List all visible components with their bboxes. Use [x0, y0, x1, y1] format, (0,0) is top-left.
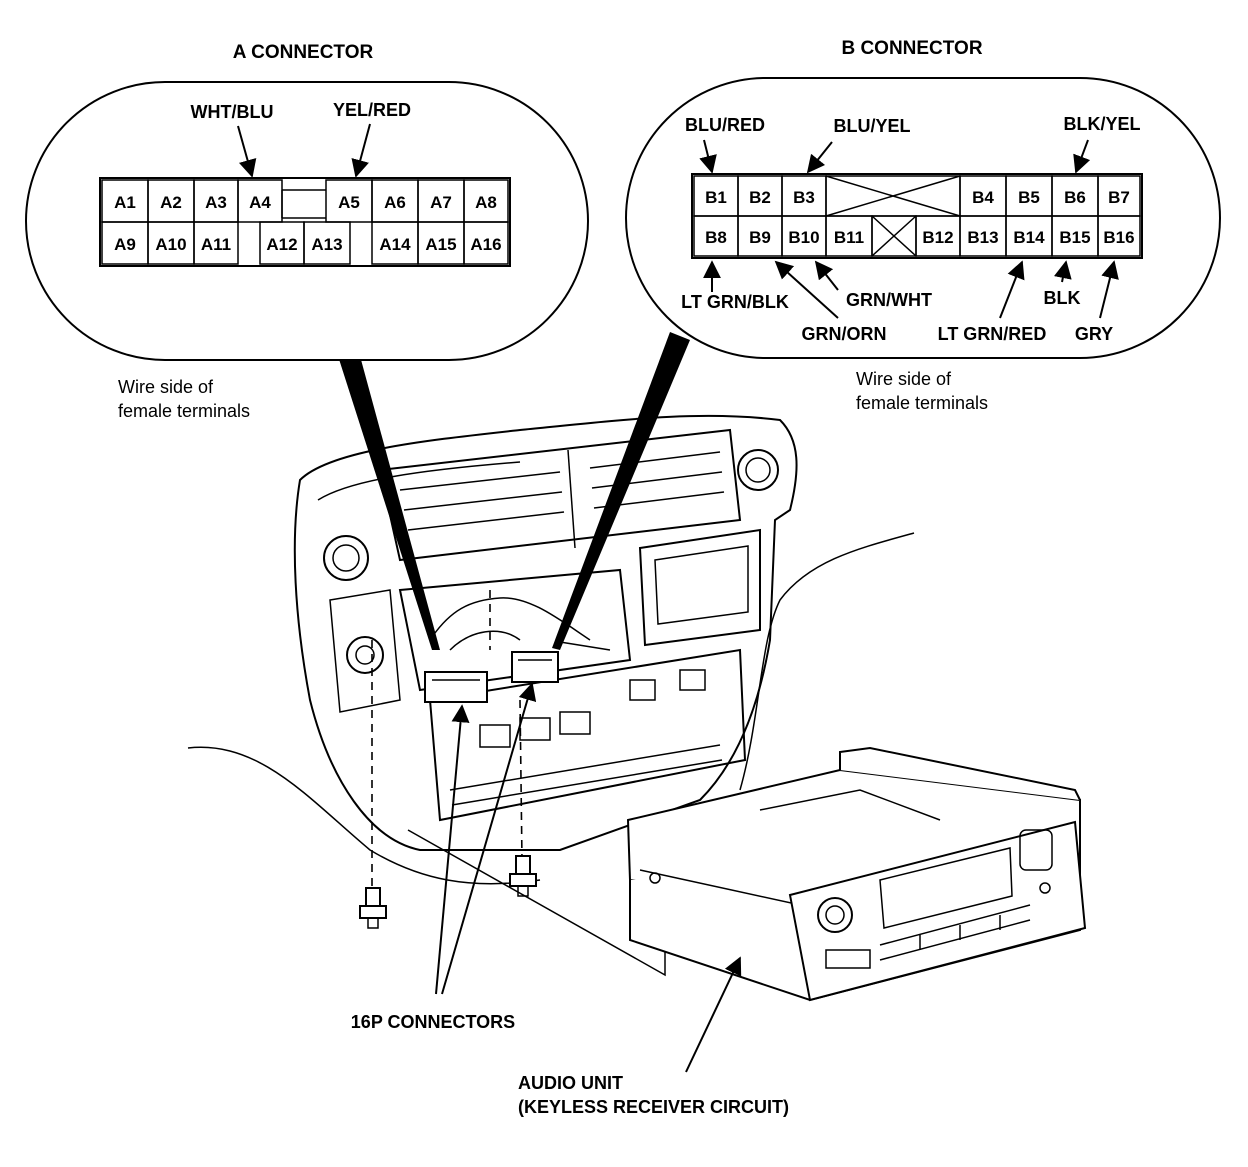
- pin-a1: A1: [114, 193, 136, 212]
- pin-b5: B5: [1018, 188, 1040, 207]
- pin-a10: A10: [155, 235, 186, 254]
- leader-wedge-b: [552, 332, 690, 650]
- pin-a15: A15: [425, 235, 456, 254]
- wire-label-gry: GRY: [1075, 324, 1113, 344]
- pin-a13: A13: [311, 235, 342, 254]
- connector-b-note-line1: Wire side of: [856, 369, 952, 389]
- pin-a4: A4: [249, 193, 271, 212]
- pin-a16: A16: [470, 235, 501, 254]
- pin-b9: B9: [749, 228, 771, 247]
- wire-label-yel-red: YEL/RED: [333, 100, 411, 120]
- wire-label-blu-yel: BLU/YEL: [833, 116, 910, 136]
- connector-a-note-line1: Wire side of: [118, 377, 214, 397]
- connector-b-note-line2: female terminals: [856, 393, 988, 413]
- pin-a3: A3: [205, 193, 227, 212]
- connector-a-note-line2: female terminals: [118, 401, 250, 421]
- wire-label-blk: BLK: [1044, 288, 1081, 308]
- pin-b7: B7: [1108, 188, 1130, 207]
- pin-b10: B10: [788, 228, 819, 247]
- pin-b16: B16: [1103, 228, 1134, 247]
- pin-b1: B1: [705, 188, 727, 207]
- wire-label-grn-orn: GRN/ORN: [802, 324, 887, 344]
- pin-b8: B8: [705, 228, 727, 247]
- pin-b13: B13: [967, 228, 998, 247]
- pin-b4: B4: [972, 188, 994, 207]
- dashboard-illustration: [187, 414, 915, 977]
- callout-audio-unit-circuit: (KEYLESS RECEIVER CIRCUIT): [518, 1097, 789, 1117]
- callout-audio-unit: AUDIO UNIT: [518, 1073, 623, 1093]
- callout-16p-connectors: 16P CONNECTORS: [351, 1012, 515, 1032]
- pin-b12: B12: [922, 228, 953, 247]
- leader-wedge-a: [338, 356, 440, 650]
- wire-label-blu-red: BLU/RED: [685, 115, 765, 135]
- connector-b-bubble: B1 B2 B3 B4 B5 B6 B7 B8 B9 B10 B11 B12 B…: [625, 77, 1221, 359]
- connector-a-title: A CONNECTOR: [233, 42, 374, 63]
- pin-a2: A2: [160, 193, 182, 212]
- bolt-right-icon: [509, 855, 537, 897]
- pin-b15: B15: [1059, 228, 1090, 247]
- pin-a7: A7: [430, 193, 452, 212]
- audio-unit-illustration: [626, 746, 1087, 1002]
- wire-label-lt-grn-blk: LT GRN/BLK: [681, 292, 789, 312]
- pin-a6: A6: [384, 193, 406, 212]
- pin-b14: B14: [1013, 228, 1045, 247]
- connector-a-bubble: A1 A2 A3 A4 A5 A6 A7 A8 A9 A10 A11 A12 A…: [25, 81, 589, 361]
- bolt-left-icon: [359, 887, 387, 929]
- pin-b2: B2: [749, 188, 771, 207]
- wire-label-grn-wht: GRN/WHT: [846, 290, 932, 310]
- pin-a9: A9: [114, 235, 136, 254]
- pin-b6: B6: [1064, 188, 1086, 207]
- wire-label-blk-yel: BLK/YEL: [1063, 114, 1140, 134]
- wire-label-wht-blu: WHT/BLU: [191, 102, 274, 122]
- pin-a12: A12: [266, 235, 297, 254]
- connector-b-title: B CONNECTOR: [841, 38, 982, 59]
- wire-label-lt-grn-red: LT GRN/RED: [938, 324, 1047, 344]
- pin-a8: A8: [475, 193, 497, 212]
- pin-b11: B11: [834, 228, 864, 247]
- pin-a5: A5: [338, 193, 360, 212]
- pin-a11: A11: [201, 235, 231, 254]
- pin-a14: A14: [379, 235, 411, 254]
- pin-b3: B3: [793, 188, 815, 207]
